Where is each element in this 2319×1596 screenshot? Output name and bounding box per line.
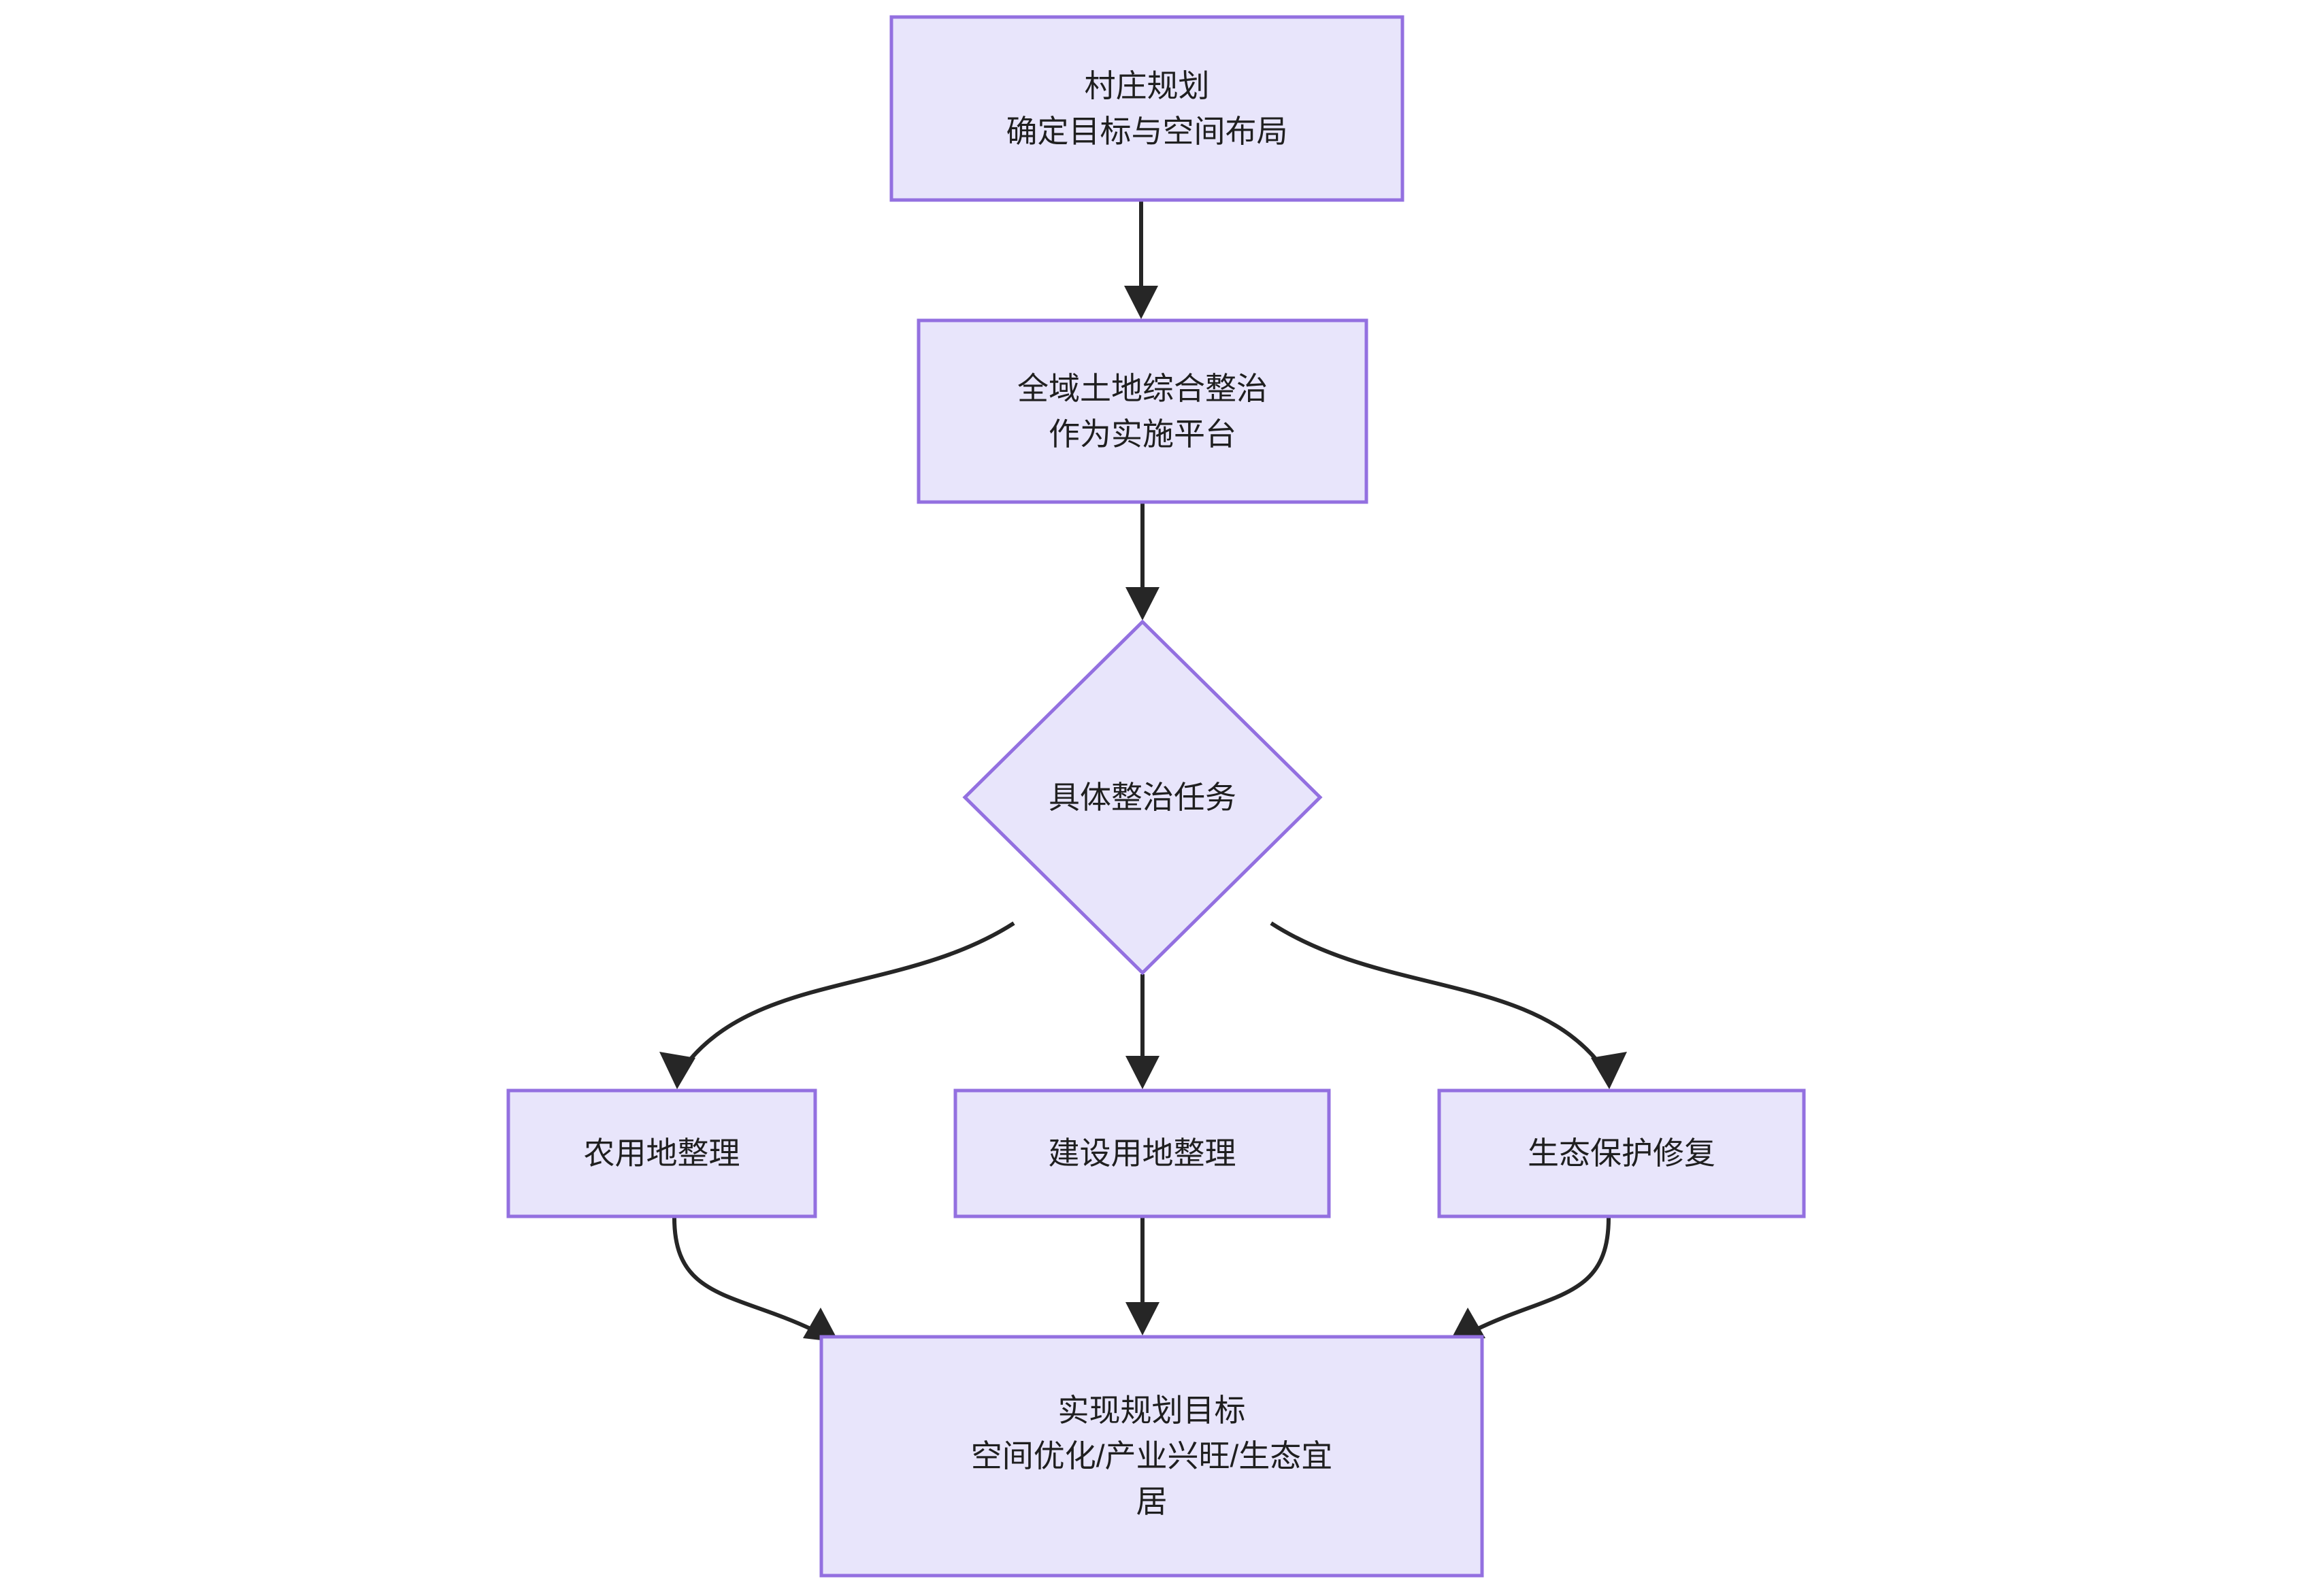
edge-tasks-to-construction (1125, 974, 1160, 1089)
node-plan[interactable] (889, 15, 1404, 202)
edge-farmland-to-goal (672, 1217, 839, 1342)
node-farmland[interactable] (506, 1088, 817, 1218)
edge-ecology-to-goal (1449, 1217, 1611, 1342)
edge-tasks-to-ecology (1270, 921, 1627, 1089)
edge-plan-to-platform (1124, 201, 1158, 319)
edge-tasks-to-farmland (659, 921, 1015, 1089)
node-platform[interactable] (917, 318, 1368, 504)
node-ecology[interactable] (1437, 1088, 1806, 1218)
node-tasks[interactable] (962, 619, 1323, 976)
node-goal[interactable] (819, 1335, 1484, 1578)
edge-construction-to-goal (1125, 1218, 1160, 1335)
edge-platform-to-tasks (1125, 503, 1160, 620)
node-construction[interactable] (953, 1088, 1331, 1218)
